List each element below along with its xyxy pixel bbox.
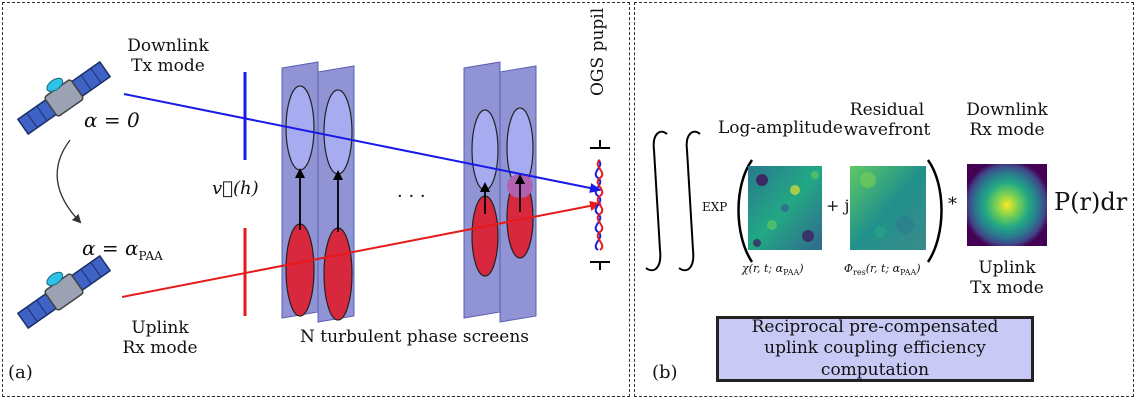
alpha-paa-label: α = αPAA bbox=[82, 236, 163, 263]
uplink-tx-title: Uplink Tx mode bbox=[962, 258, 1052, 299]
chi-text: χ(r, t; α bbox=[742, 262, 784, 275]
uplink-rx-line2: Rx mode bbox=[122, 338, 198, 359]
log-amplitude-title: Log-amplitude bbox=[718, 118, 843, 138]
panel-a-border bbox=[2, 2, 630, 397]
screens-ellipsis: · · · bbox=[397, 186, 426, 207]
downlink-rx-line1: Downlink bbox=[966, 100, 1048, 120]
panel-a-label: (a) bbox=[8, 362, 33, 383]
uplink-tx-line1: Uplink bbox=[978, 258, 1036, 278]
computation-caption-box: Reciprocal pre-compensated uplink coupli… bbox=[716, 316, 1034, 382]
uplink-beam bbox=[121, 201, 602, 298]
downlink-rx-title: Downlink Rx mode bbox=[962, 100, 1052, 141]
alpha-paa-prefix: α = α bbox=[82, 236, 139, 260]
residual-line1: Residual bbox=[849, 100, 925, 120]
alpha-paa-subscript: PAA bbox=[138, 249, 163, 263]
uplink-rx-label: Uplink Rx mode bbox=[110, 318, 210, 359]
integral-sign-1 bbox=[645, 130, 668, 272]
computation-caption: Reciprocal pre-compensated uplink coupli… bbox=[751, 317, 999, 380]
panel-b-border bbox=[634, 2, 1134, 397]
plus-j-label: + j bbox=[826, 196, 850, 215]
left-paren bbox=[737, 159, 754, 263]
exp-label: EXP bbox=[702, 200, 728, 214]
downlink-tx-label: Downlink Tx mode bbox=[118, 36, 218, 77]
orbit-motion-arrow bbox=[56, 139, 82, 224]
phase-screen-1 bbox=[281, 61, 319, 319]
convolution-star: * bbox=[948, 194, 957, 215]
alpha-zero-label: α = 0 bbox=[84, 108, 140, 132]
uplink-tx-line2: Tx mode bbox=[970, 278, 1044, 299]
phase-screen-2 bbox=[317, 65, 355, 323]
pr-dr-label: P(r)dr bbox=[1054, 188, 1128, 216]
ogs-pupil-wavefront bbox=[590, 140, 610, 270]
log-amplitude-map bbox=[748, 166, 822, 250]
downlink-tx-line1: Downlink bbox=[127, 36, 209, 56]
phase-screen-3 bbox=[463, 61, 501, 319]
downlink-beam bbox=[123, 93, 602, 193]
right-paren bbox=[926, 159, 943, 263]
downlink-tx-line2: Tx mode bbox=[131, 56, 205, 77]
residual-wavefront-title: Residual wavefront bbox=[842, 100, 932, 141]
integral-sign-2 bbox=[678, 130, 701, 272]
phi-args-subscript: PAA bbox=[900, 268, 917, 278]
ogs-pupil-label: OGS pupil bbox=[588, 7, 608, 96]
gaussian-mode-map bbox=[967, 164, 1047, 246]
phi-text: Φ bbox=[844, 262, 854, 275]
phase-screen-4 bbox=[499, 65, 537, 323]
screens-caption: N turbulent phase screens bbox=[300, 327, 530, 347]
panel-b-label: (b) bbox=[652, 362, 678, 383]
chi-equation: χ(r, t; αPAA) bbox=[742, 262, 804, 278]
phi-close: ) bbox=[916, 262, 921, 275]
phi-subscript: res bbox=[853, 268, 866, 278]
velocity-label: v⃗(h) bbox=[212, 178, 259, 199]
phi-equation: Φres(r, t; αPAA) bbox=[844, 262, 921, 278]
satellite-icon-uplink bbox=[16, 254, 112, 330]
satellite-icon-downlink bbox=[16, 60, 112, 136]
uplink-rx-line1: Uplink bbox=[131, 318, 189, 338]
residual-wavefront-map bbox=[850, 166, 926, 250]
phi-args: (r, t; α bbox=[865, 262, 901, 275]
downlink-rx-line2: Rx mode bbox=[969, 120, 1045, 141]
residual-line2: wavefront bbox=[843, 120, 931, 141]
chi-close: ) bbox=[799, 262, 804, 275]
chi-subscript: PAA bbox=[783, 268, 800, 278]
